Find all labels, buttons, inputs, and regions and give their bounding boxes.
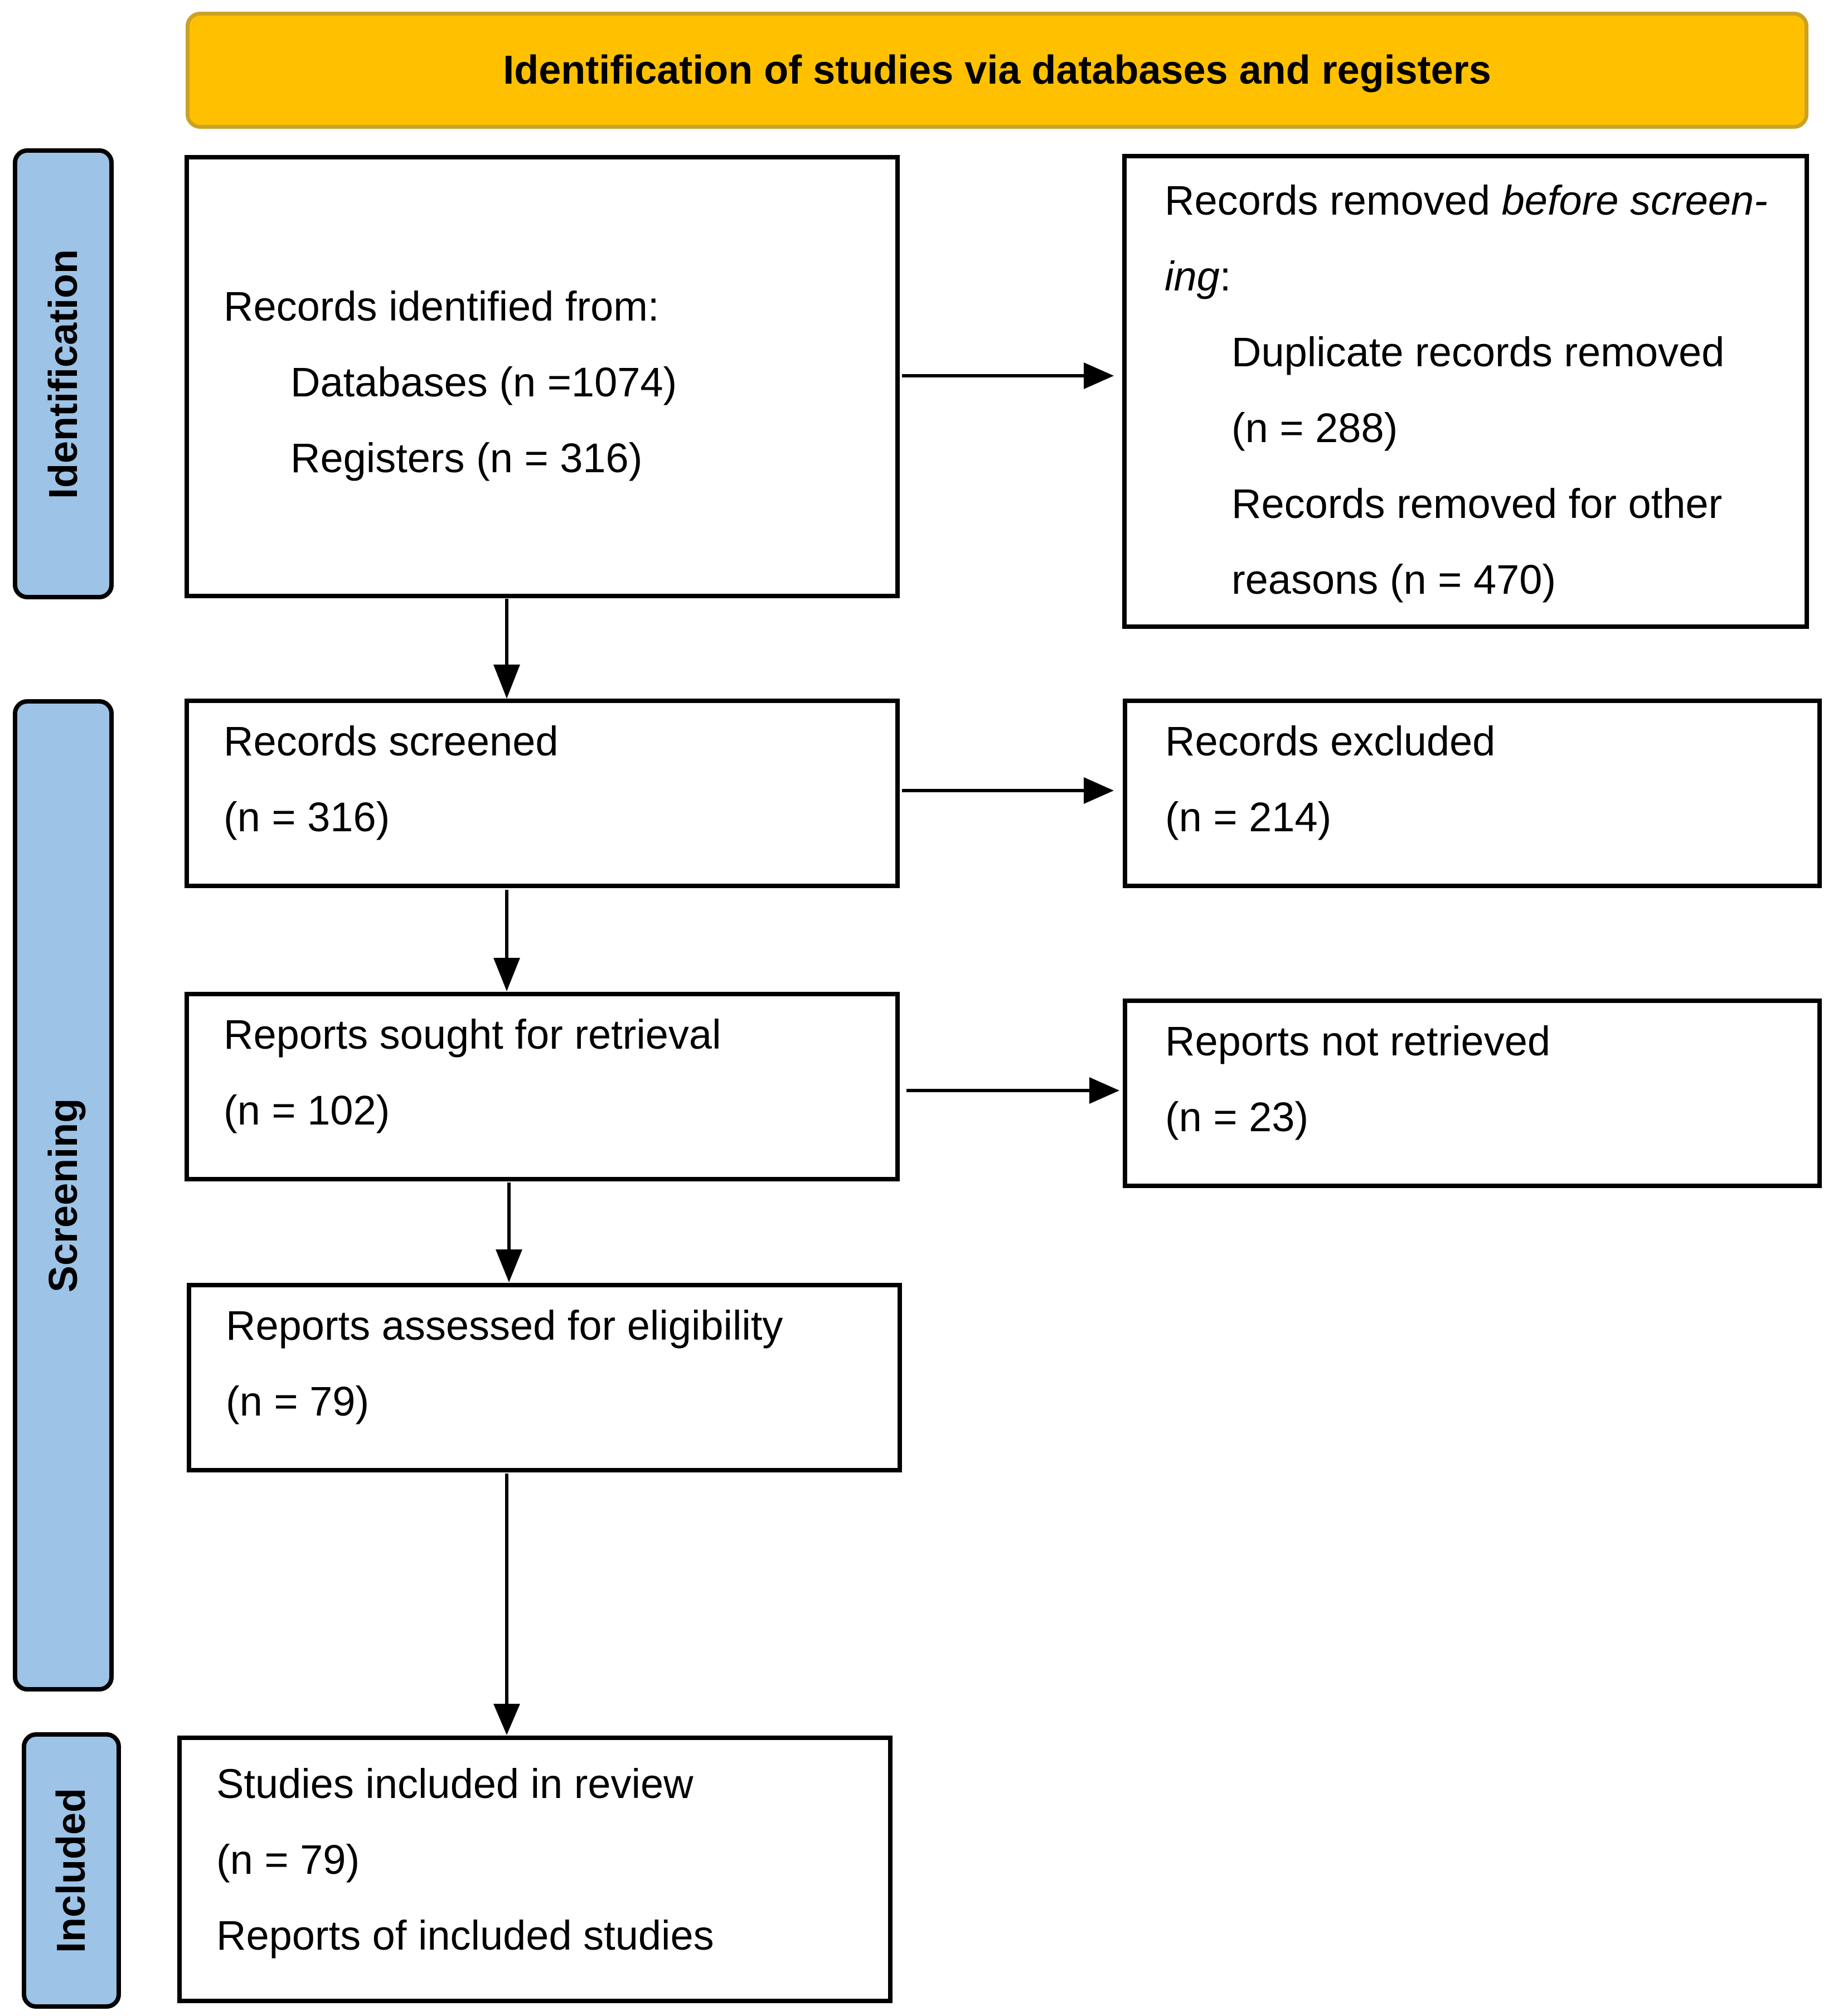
records-identified-heading: Records identified from: — [224, 283, 659, 329]
duplicate-records-count: (n = 288) — [1231, 405, 1398, 451]
reports-sought-count: (n = 102) — [224, 1087, 390, 1133]
reports-sought-box: Reports sought for retrieval (n = 102) — [185, 992, 900, 1181]
removed-heading-italic-2: ing — [1165, 253, 1220, 299]
removed-heading-plain: Records removed — [1165, 177, 1502, 224]
header-title: Identification of studies via databases … — [503, 48, 1491, 93]
reports-assessed-label: Reports assessed for eligibility — [226, 1302, 783, 1349]
records-screened-label: Records screened — [224, 718, 559, 764]
records-removed-box: Records removed before screen- ing: Dupl… — [1122, 154, 1809, 629]
header-banner: Identification of studies via databases … — [186, 12, 1808, 129]
reports-assessed-box: Reports assessed for eligibility (n = 79… — [187, 1283, 902, 1472]
arrowhead-assessed — [496, 1249, 522, 1282]
other-reasons: Records removed for other — [1231, 481, 1723, 527]
reports-assessed-count: (n = 79) — [226, 1378, 370, 1424]
arrowhead-excluded — [1084, 777, 1114, 804]
other-reasons-count: reasons (n = 470) — [1231, 556, 1556, 603]
studies-included-label: Studies included in review — [216, 1761, 694, 1807]
databases-count: Databases (n =1074) — [290, 359, 677, 405]
registers-count: Registers (n = 316) — [290, 435, 643, 481]
arrowhead-sought — [493, 958, 520, 991]
removed-heading-colon: : — [1219, 253, 1231, 299]
reports-included-label: Reports of included studies — [216, 1912, 714, 1959]
records-screened-box: Records screened (n = 316) — [185, 699, 900, 888]
duplicate-records: Duplicate records removed — [1231, 329, 1725, 375]
arrowhead-included — [493, 1704, 520, 1735]
arrowhead-not-retrieved — [1089, 1077, 1119, 1104]
records-screened-count: (n = 316) — [224, 794, 390, 840]
phase-screening: Screening — [13, 699, 114, 1692]
arrowhead-removed — [1084, 362, 1114, 389]
reports-not-retrieved-label: Reports not retrieved — [1165, 1018, 1551, 1064]
records-excluded-count: (n = 214) — [1165, 794, 1332, 840]
removed-heading-italic: before screen- — [1501, 177, 1768, 224]
records-removed-heading-cont: ing: — [1165, 239, 1805, 314]
records-excluded-box: Records excluded (n = 214) — [1123, 699, 1822, 888]
studies-included-box: Studies included in review (n = 79) Repo… — [177, 1736, 893, 2003]
phase-included: Included — [22, 1732, 121, 2009]
reports-not-retrieved-count: (n = 23) — [1165, 1094, 1309, 1140]
studies-included-count: (n = 79) — [216, 1836, 360, 1883]
records-removed-heading: Records removed before screen- — [1165, 163, 1805, 239]
phase-identification: Identification — [13, 148, 114, 599]
reports-not-retrieved-box: Reports not retrieved (n = 23) — [1123, 999, 1822, 1188]
records-identified-box: Records identified from: Databases (n =1… — [185, 155, 900, 598]
reports-sought-label: Reports sought for retrieval — [224, 1011, 721, 1058]
records-excluded-label: Records excluded — [1165, 718, 1496, 764]
arrowhead-screened — [493, 665, 520, 699]
